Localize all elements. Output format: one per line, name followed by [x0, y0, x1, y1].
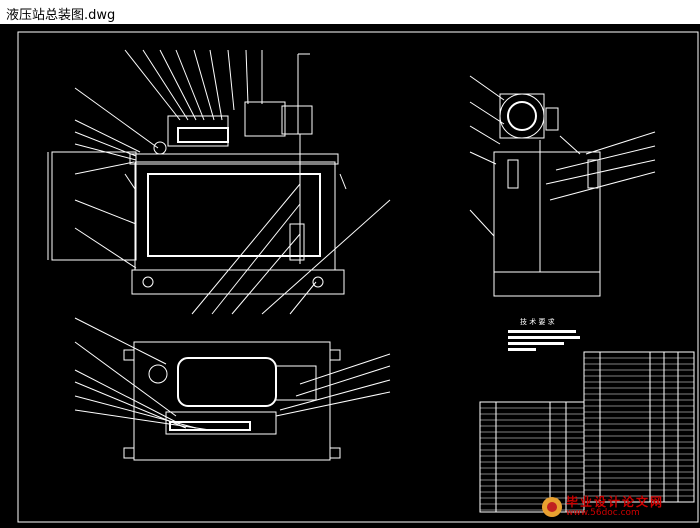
- tech-requirements: 技 术 要 求: [508, 317, 580, 351]
- cad-drawing-canvas[interactable]: 技 术 要 求: [0, 24, 700, 524]
- tech-requirements-title: 技 术 要 求: [520, 317, 555, 326]
- window-title: 液压站总装图.dwg: [6, 8, 116, 23]
- drawing-border: [17, 31, 699, 523]
- front-view: [47, 49, 391, 315]
- watermark-url: www.56doc.com: [566, 508, 640, 518]
- logo-icon: [542, 497, 562, 517]
- side-view: [469, 75, 656, 297]
- window-title-bar: 液压站总装图.dwg: [0, 0, 700, 24]
- top-view: [74, 317, 391, 461]
- watermark-title: 毕业设计论文网: [566, 495, 665, 509]
- watermark-logo: 毕业设计论文网 www.56doc.com: [538, 492, 698, 522]
- parts-list: [479, 351, 695, 513]
